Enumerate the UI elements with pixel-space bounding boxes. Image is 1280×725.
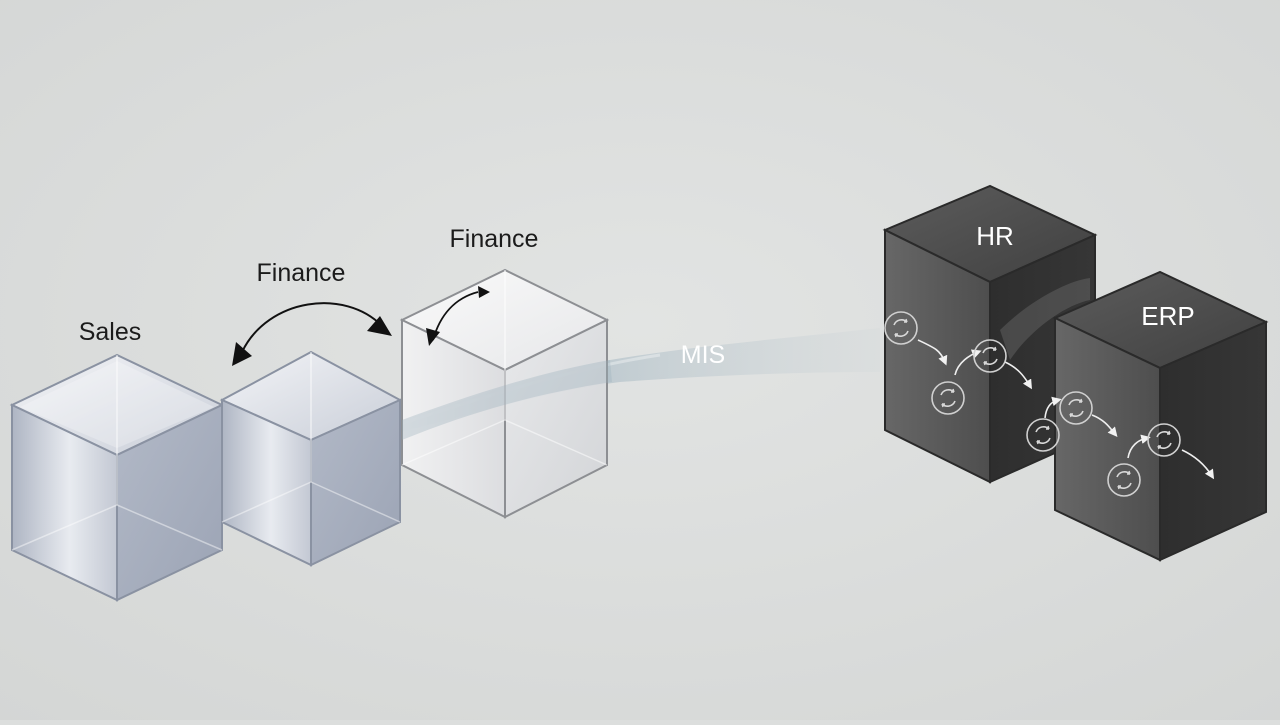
process-flow [884, 311, 1215, 497]
erp-block [1052, 270, 1269, 562]
sales-cube [9, 353, 225, 602]
label-mis: MIS [681, 341, 725, 369]
exchange-arrow [232, 302, 392, 366]
arrow-head-left-icon [232, 342, 252, 366]
label-erp: ERP [1141, 301, 1194, 331]
arrow-head-right-icon [367, 316, 392, 336]
label-hr: HR [976, 221, 1014, 251]
label-sales: Sales [79, 318, 142, 346]
label-finance-middle: Finance [257, 259, 346, 287]
finance-right-cube [399, 268, 610, 519]
finance-cycle-arrow [426, 286, 490, 346]
label-finance-right: Finance [450, 225, 539, 253]
finance-middle-cube [219, 350, 403, 567]
mis-stream-overlay [402, 360, 612, 440]
